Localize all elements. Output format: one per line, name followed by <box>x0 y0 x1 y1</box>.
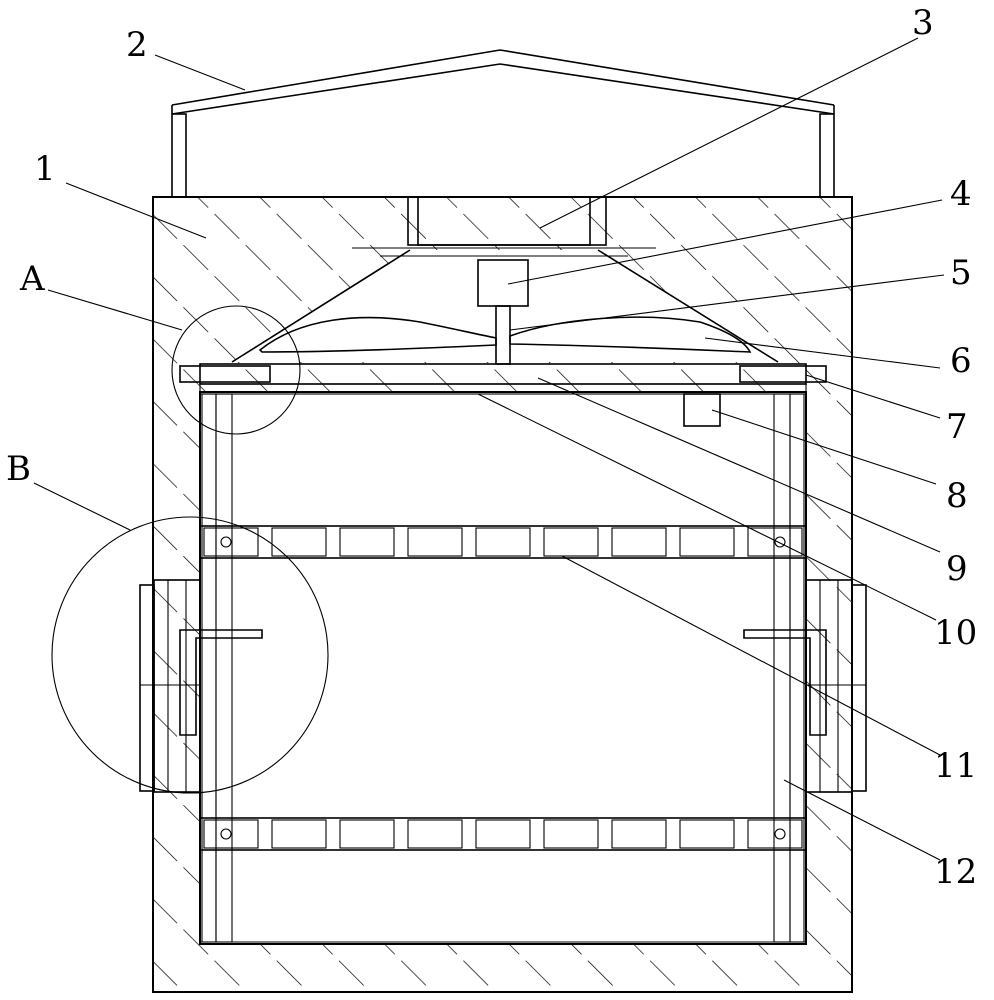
label-5: 5 <box>950 253 972 293</box>
label-4: 4 <box>950 174 972 214</box>
detail-circle-a <box>171 305 301 435</box>
sensor-box <box>683 393 721 427</box>
rain-cover <box>171 49 835 198</box>
label-b: B <box>6 449 31 489</box>
label-11: 11 <box>934 746 977 786</box>
label-12: 12 <box>934 852 977 892</box>
housing <box>152 196 853 993</box>
label-1: 1 <box>34 149 56 189</box>
label-6: 6 <box>950 341 972 381</box>
label-7: 7 <box>946 407 968 447</box>
guide-rails <box>200 393 806 943</box>
right-clamp <box>743 579 867 793</box>
left-cover-post <box>171 113 187 198</box>
label-a: A <box>19 259 45 299</box>
label-8: 8 <box>946 476 968 516</box>
label-10: 10 <box>934 613 977 653</box>
label-2: 2 <box>126 25 148 65</box>
leader-lines <box>33 37 945 861</box>
filter-net <box>407 196 607 246</box>
lower-filter-layer <box>199 817 807 851</box>
label-9: 9 <box>946 549 968 589</box>
label-3: 3 <box>912 3 934 43</box>
support-plate <box>179 363 827 395</box>
right-cover-post <box>819 113 835 198</box>
upper-filter-layer <box>199 525 807 559</box>
reference-labels: 1 2 3 4 5 6 7 8 9 10 11 12 A B <box>6 3 977 892</box>
detail-circle-b <box>51 516 329 794</box>
